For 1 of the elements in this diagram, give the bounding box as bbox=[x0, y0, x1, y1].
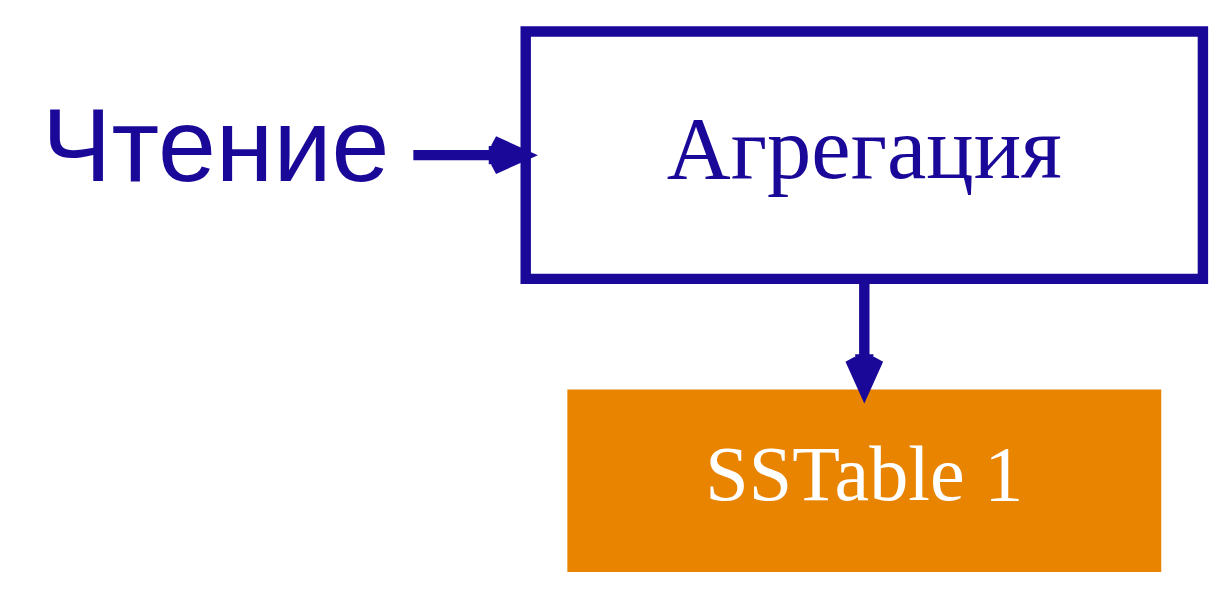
node-text: Чтение bbox=[41, 86, 390, 203]
